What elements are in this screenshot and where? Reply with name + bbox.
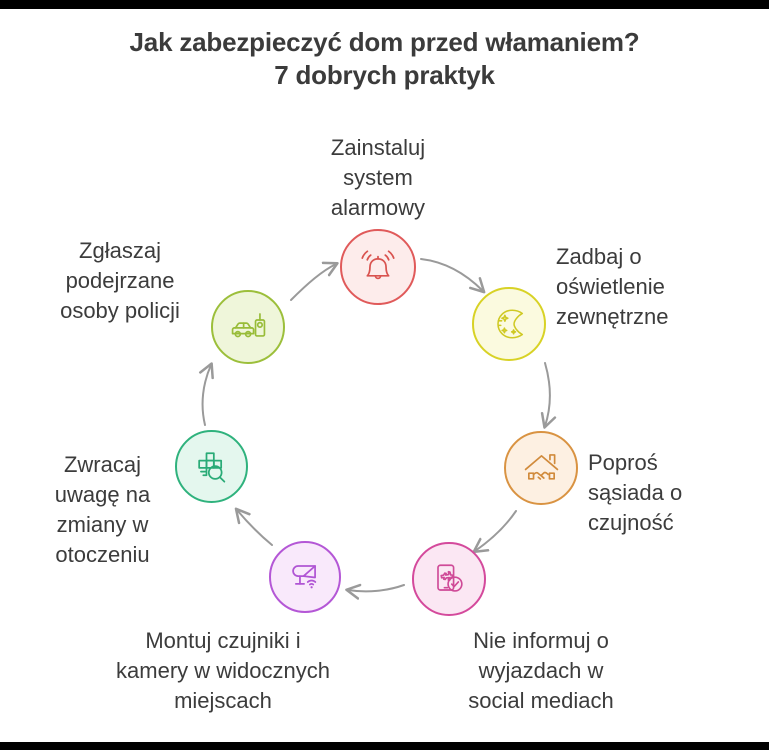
arrow-7-to-1: [290, 264, 336, 301]
step-label-3: Poproś sąsiada o czujność: [588, 450, 683, 535]
title-line-2: 7 dobrych praktyk: [274, 60, 495, 90]
police-car-radio-icon: [231, 312, 265, 337]
step-node-6[interactable]: [175, 430, 248, 503]
security-camera-wifi-icon: [292, 565, 317, 589]
arrow-2-to-3: [545, 362, 550, 426]
step-label-7: Zgłaszaj podejrzane osoby policji: [60, 238, 180, 323]
step-label-2: Zadbaj o oświetlenie zewnętrzne: [556, 244, 669, 329]
letterbox-bottom: [0, 742, 769, 750]
title-line-1: Jak zabezpieczyć dom przed włamaniem?: [129, 27, 640, 57]
step-label-6: Zwracaj uwagę na zmiany w otoczeniu: [54, 452, 151, 567]
step-node-4[interactable]: [412, 542, 486, 616]
step-node-7[interactable]: [211, 290, 285, 364]
outdoor-light-sparkle-icon: [497, 309, 524, 339]
house-handshake-icon: [524, 453, 558, 480]
arrow-4-to-5: [348, 585, 405, 591]
grid-magnifier-icon: [197, 451, 225, 483]
phone-airplane-check-icon: [437, 564, 463, 592]
page-title: Jak zabezpieczyć dom przed włamaniem? 7 …: [0, 26, 769, 92]
step-node-3[interactable]: [504, 431, 578, 505]
step-label-5: Montuj czujniki i kamery w widocznych mi…: [116, 628, 330, 713]
step-node-5[interactable]: [269, 541, 341, 613]
arrow-6-to-7: [203, 365, 211, 426]
alarm-bell-icon: [361, 250, 395, 280]
arrow-1-to-2: [420, 258, 483, 291]
step-label-1: Zainstaluj system alarmowy: [330, 135, 426, 220]
step-node-1[interactable]: [340, 229, 416, 305]
step-node-2[interactable]: [472, 287, 546, 361]
arrow-3-to-4: [475, 510, 517, 551]
step-label-4: Nie informuj o wyjazdach w social mediac…: [468, 628, 614, 713]
arrow-5-to-6: [237, 510, 273, 546]
letterbox-top: [0, 0, 769, 9]
